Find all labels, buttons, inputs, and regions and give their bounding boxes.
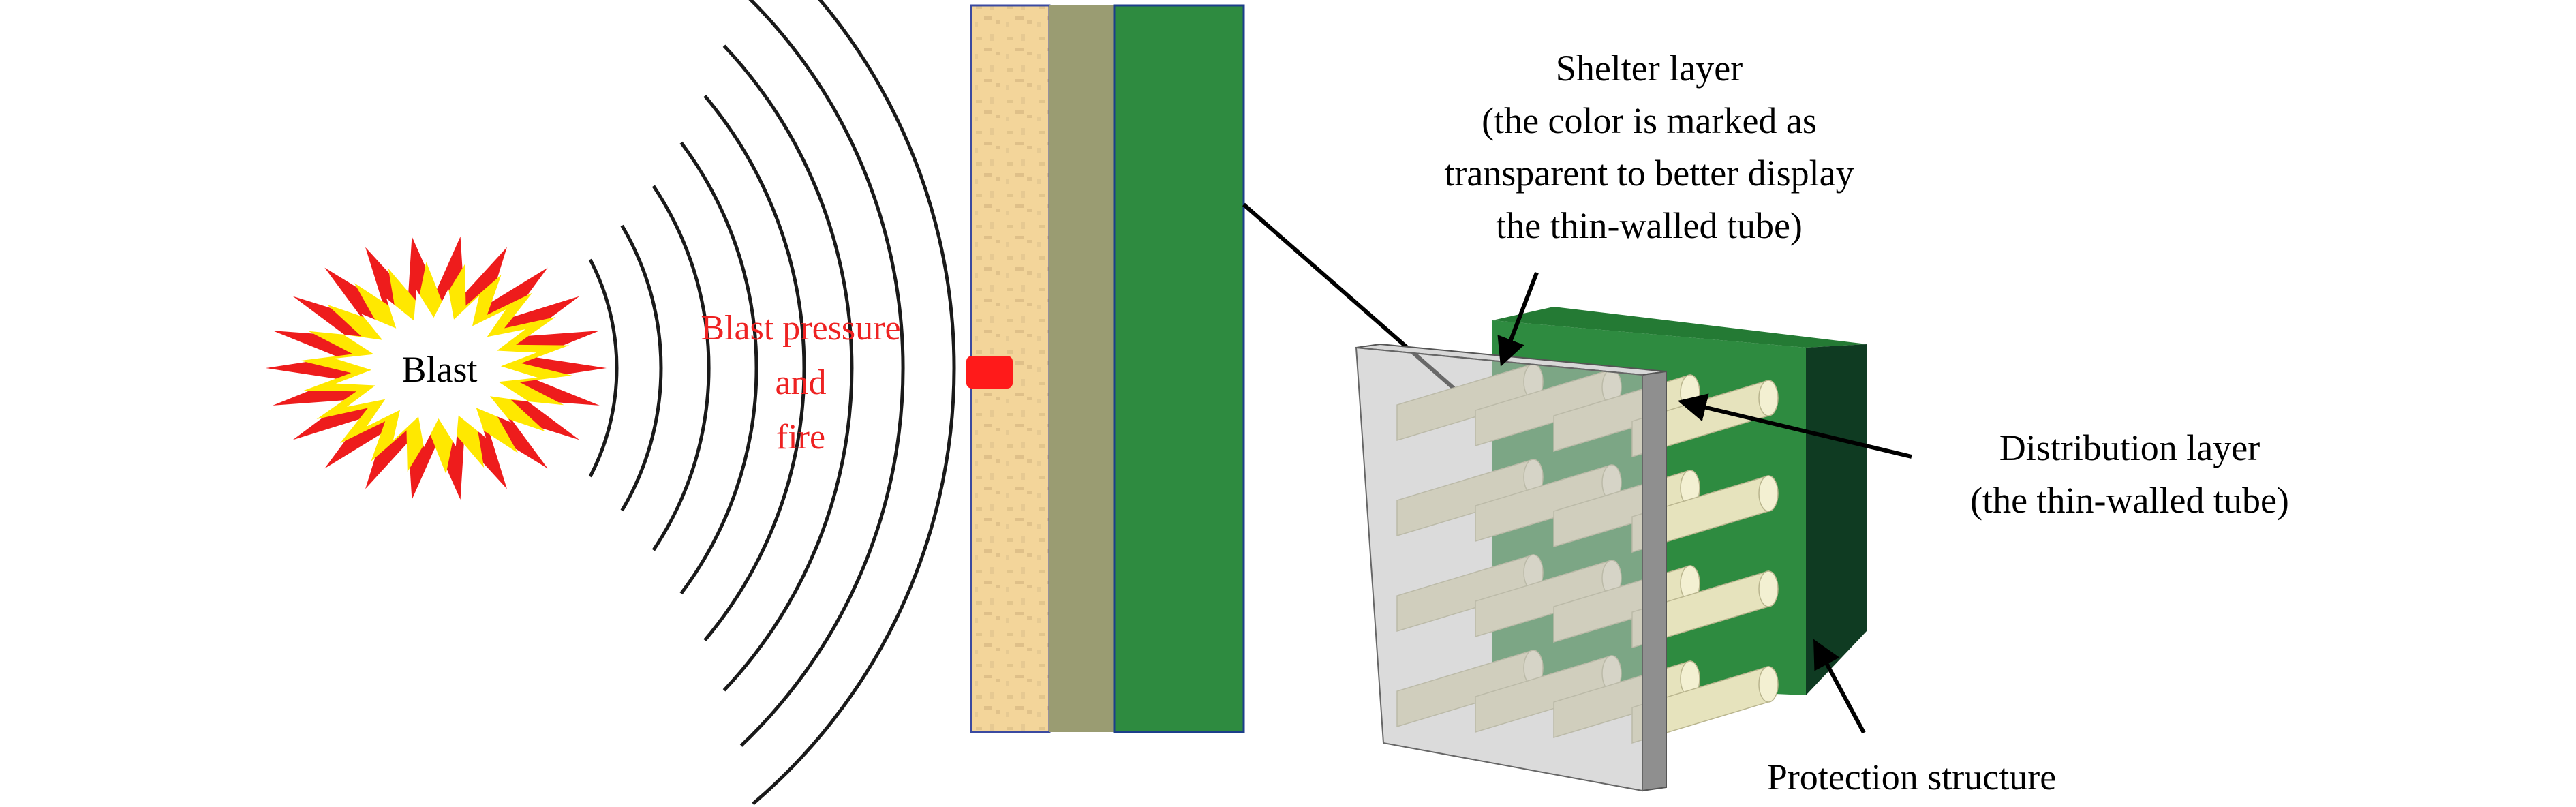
protection-structure-label: Protection structure — [1767, 757, 2056, 797]
distribution-line-2: (the thin-walled tube) — [1970, 480, 2289, 521]
pressure-marker — [966, 356, 1013, 389]
pressure-wave-arc — [703, 94, 806, 642]
distribution-line-1: Distribution layer — [1999, 427, 2260, 468]
shelter-plate-front — [1355, 346, 1643, 792]
shelter-layer-label: Shelter layer (the color is marked as tr… — [1444, 48, 1854, 246]
blast-label: Blast — [401, 349, 477, 390]
shelter-line-4: the thin-walled tube) — [1496, 205, 1803, 246]
protection-block-top — [1492, 307, 1867, 348]
shelter-line-2: (the color is marked as — [1482, 100, 1817, 141]
shelter-plate-side — [1642, 370, 1667, 792]
pressure-wave-arc — [620, 224, 663, 512]
pressure-wave-arc — [679, 141, 758, 595]
pressure-wave-arc — [752, 0, 956, 806]
middle-wall-layer — [1049, 5, 1114, 732]
tube-end — [1758, 475, 1779, 512]
tube-end — [1758, 570, 1779, 607]
protection-arrow — [1813, 639, 1866, 734]
tube-end — [1758, 666, 1779, 703]
structure-3d-model — [1355, 307, 1867, 792]
shelter-line-3: transparent to better display — [1444, 153, 1854, 194]
protection-block-side — [1806, 344, 1867, 695]
pressure-wave-arc — [739, 0, 905, 747]
distribution-arrow — [1677, 393, 1912, 459]
protection-wall-layer — [1113, 4, 1245, 733]
blast-pressure-line-3: fire — [776, 418, 825, 457]
blast-burst-icon: Blast — [266, 237, 607, 500]
shelter-arrow — [1497, 271, 1539, 367]
pressure-wave-arc — [722, 44, 854, 692]
burst-inner-spikes — [335, 288, 538, 448]
annotation-arrows — [1497, 271, 1912, 734]
shelter-line-1: Shelter layer — [1556, 48, 1743, 89]
blast-pressure-line-1: Blast pressure — [701, 309, 900, 348]
pressure-wave-arc — [651, 185, 711, 551]
tube-end — [1758, 380, 1779, 416]
pressure-waves — [588, 0, 956, 806]
layered-wall — [966, 4, 1245, 733]
blast-pressure-label: Blast pressure and fire — [701, 309, 900, 457]
pressure-wave-arc — [588, 258, 619, 478]
distribution-layer-label: Distribution layer (the thin-walled tube… — [1970, 427, 2289, 521]
blast-pressure-line-2: and — [775, 363, 826, 402]
